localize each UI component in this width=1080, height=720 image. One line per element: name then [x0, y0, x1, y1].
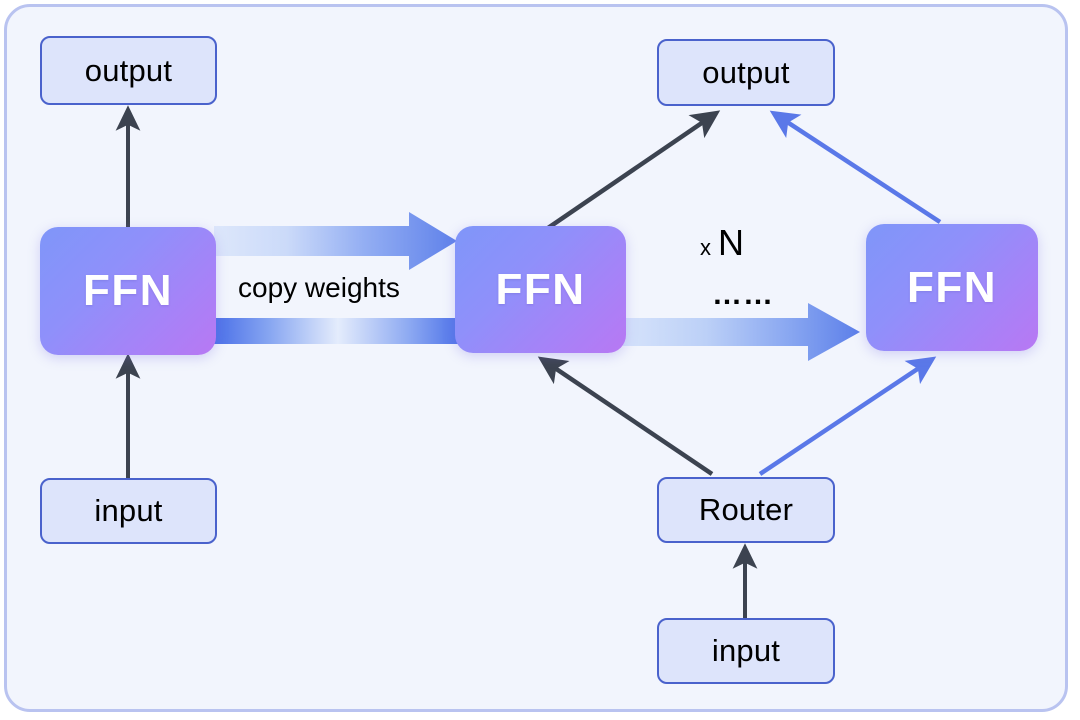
left-output-box[interactable]: output: [40, 36, 217, 105]
copy-weights-label: copy weights: [238, 272, 400, 303]
repeat-prefix: x: [700, 235, 711, 260]
repeat-count-label: x N: [700, 222, 744, 264]
repeat-count-value: N: [718, 222, 744, 263]
ellipsis-label: ……: [712, 278, 774, 311]
last-ffn-block[interactable]: FFN: [866, 224, 1038, 351]
left-input-box[interactable]: input: [40, 478, 217, 544]
left-ffn-block[interactable]: FFN: [40, 227, 216, 355]
diagram-frame: [4, 4, 1068, 712]
right-input-box[interactable]: input: [657, 618, 835, 684]
right-output-box[interactable]: output: [657, 39, 835, 106]
middle-ffn-block[interactable]: FFN: [455, 226, 626, 353]
router-box[interactable]: Router: [657, 477, 835, 543]
